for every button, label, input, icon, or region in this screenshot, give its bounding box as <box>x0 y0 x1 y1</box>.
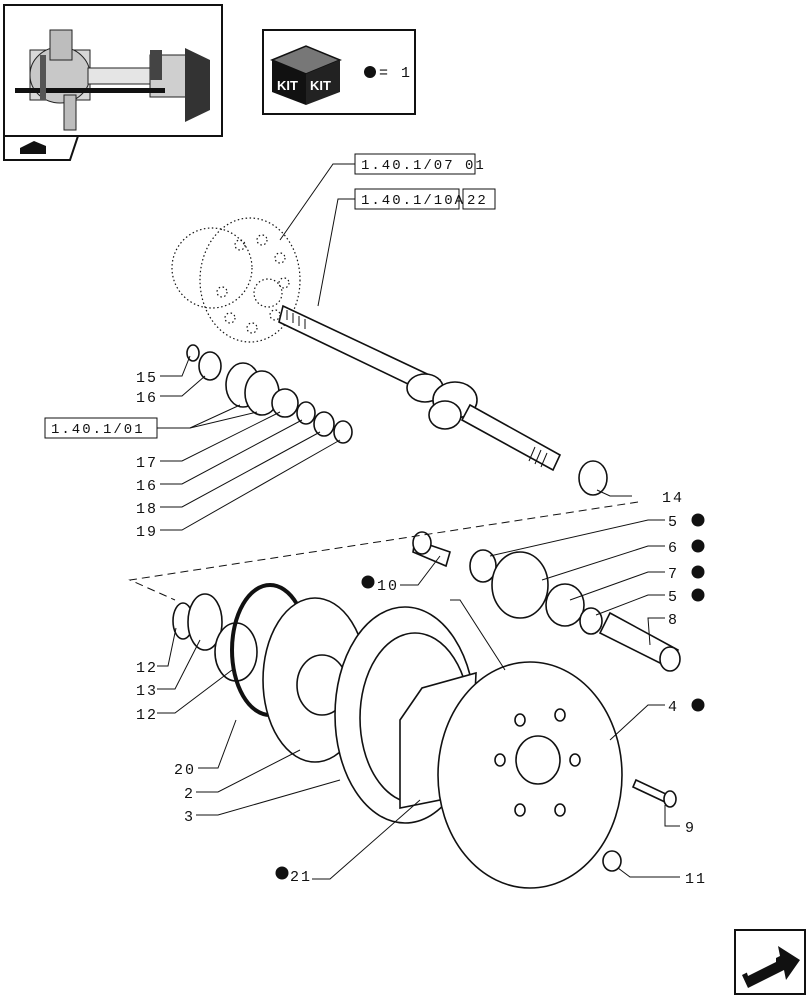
callout-label: 8 <box>668 612 679 629</box>
ref-box-2[interactable]: 1.40.1/10A 22 <box>354 188 496 210</box>
kit-legend-equals: = 1 <box>379 65 412 82</box>
callout-label: 17 <box>136 455 158 472</box>
seal-drawing <box>578 460 608 496</box>
kit-word-left: KIT <box>277 78 298 93</box>
thumbnail-panel[interactable] <box>3 4 223 161</box>
next-page-arrow-icon <box>742 946 800 988</box>
callout-label: 20 <box>174 762 196 779</box>
callout-label: 10 <box>377 578 399 595</box>
callout-label: 5 <box>668 589 679 606</box>
callout-label: 4 <box>668 699 679 716</box>
kit-dot-icon <box>691 698 705 712</box>
kit-dot-icon <box>364 66 376 78</box>
kit-dot-icon <box>691 513 705 527</box>
callout-label: 16 <box>136 390 158 407</box>
bearing-stack-drawing <box>186 344 353 444</box>
callout-20[interactable]: 20 <box>174 762 196 779</box>
leader-lines <box>157 163 680 880</box>
callout-label: 18 <box>136 501 158 518</box>
kit-dot-icon <box>691 539 705 553</box>
kit-dot-icon <box>691 565 705 579</box>
callout-label: 12 <box>136 707 158 724</box>
kit-box-icon: KIT KIT <box>270 45 342 105</box>
callout-label: 3 <box>184 809 195 826</box>
callout-8[interactable]: 8 <box>668 612 679 629</box>
callout-21[interactable]: 21 <box>275 866 313 887</box>
callout-3[interactable]: 3 <box>184 809 195 826</box>
callout-13[interactable]: 13 <box>136 683 158 700</box>
callout-label: 11 <box>685 871 707 888</box>
callout-14[interactable]: 14 <box>662 490 684 507</box>
callout-labels: 15 16 17 16 18 19 14 5 6 7 5 8 10 12 13 … <box>136 370 707 888</box>
callout-label: 16 <box>136 478 158 495</box>
planetary-parts-drawing <box>172 531 681 889</box>
callout-18[interactable]: 18 <box>136 501 158 518</box>
ref-box-3[interactable]: 1.40.1/01 <box>44 417 158 439</box>
ref-box-1[interactable]: 1.40.1/07 01 <box>354 153 486 175</box>
callout-9[interactable]: 9 <box>685 820 696 837</box>
callout-4[interactable]: 4 <box>668 698 705 717</box>
kit-dot-icon <box>361 575 375 589</box>
callout-label: 6 <box>668 540 679 557</box>
next-page-button[interactable] <box>734 929 806 995</box>
callout-11[interactable]: 11 <box>685 871 707 888</box>
callout-12-lower[interactable]: 12 <box>136 707 158 724</box>
kit-legend: KIT KIT = 1 <box>262 29 416 115</box>
callout-label: 15 <box>136 370 158 387</box>
callout-12-upper[interactable]: 12 <box>136 660 158 677</box>
callout-label: 19 <box>136 524 158 541</box>
kit-dot-icon <box>691 588 705 602</box>
callout-label: 14 <box>662 490 684 507</box>
ref-box-3-text: 1.40.1/01 <box>51 422 145 438</box>
ref-box-2-text: 1.40.1/10A <box>361 193 465 209</box>
callout-6[interactable]: 6 <box>668 539 705 558</box>
callout-label: 13 <box>136 683 158 700</box>
kit-dot-icon <box>275 866 289 880</box>
callout-label: 21 <box>290 869 312 886</box>
callout-5-lower[interactable]: 5 <box>668 588 705 607</box>
callout-10[interactable]: 10 <box>361 575 400 596</box>
callout-7[interactable]: 7 <box>668 565 705 584</box>
callout-5-upper[interactable]: 5 <box>668 513 705 532</box>
callout-19[interactable]: 19 <box>136 524 158 541</box>
callout-label: 9 <box>685 820 696 837</box>
callout-15[interactable]: 15 <box>136 370 158 387</box>
axle-assembly-thumbnail-icon <box>15 29 210 131</box>
callout-label: 12 <box>136 660 158 677</box>
callout-2[interactable]: 2 <box>184 786 195 803</box>
kit-word-right: KIT <box>310 78 331 93</box>
callout-16-upper[interactable]: 16 <box>136 390 158 407</box>
callout-label: 7 <box>668 566 679 583</box>
ref-box-2-qty: 22 <box>467 193 488 209</box>
differential-housing-drawing <box>171 217 301 343</box>
callout-label: 2 <box>184 786 195 803</box>
manual-book-icon <box>3 135 80 161</box>
assembly-dashed-line <box>128 501 639 601</box>
callout-17[interactable]: 17 <box>136 455 158 472</box>
ref-box-1-text: 1.40.1/07 01 <box>361 158 486 174</box>
callout-16-lower[interactable]: 16 <box>136 478 158 495</box>
callout-label: 5 <box>668 514 679 531</box>
axle-shaft-drawing <box>278 304 562 472</box>
